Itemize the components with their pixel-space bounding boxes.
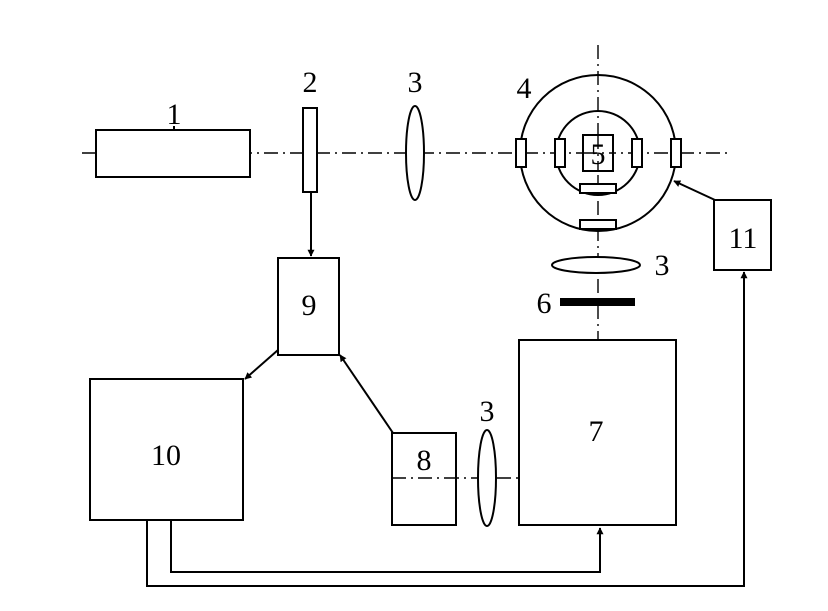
window-left-outer — [515, 138, 527, 168]
component-2-splitter — [302, 107, 318, 193]
label-10: 10 — [151, 439, 181, 472]
arrow-8-to-9 — [339, 354, 394, 434]
window-right-outer — [670, 138, 682, 168]
label-5: 5 — [591, 138, 606, 171]
window-left-inner — [554, 138, 566, 168]
label-1: 1 — [167, 98, 182, 131]
arrow-10-to-11 — [146, 271, 748, 587]
arrow-9-to-10 — [244, 349, 279, 380]
component-1-laser — [95, 129, 251, 178]
label-3-lower: 3 — [480, 395, 495, 428]
component-6-filter — [560, 298, 635, 306]
arrow-11-to-4 — [673, 180, 716, 201]
window-bottom-inner — [579, 183, 617, 194]
label-7: 7 — [589, 415, 604, 448]
component-10-computer — [89, 378, 244, 521]
label-3-middle: 3 — [655, 249, 670, 282]
component-3-lens-upper — [405, 105, 425, 201]
label-9: 9 — [302, 289, 317, 322]
window-bottom-outer — [579, 219, 617, 230]
arrow-10-to-7 — [170, 520, 604, 573]
component-3-lens-middle — [551, 256, 641, 274]
label-11: 11 — [729, 222, 758, 255]
component-11-temp-controller — [713, 199, 772, 271]
label-6: 6 — [537, 287, 552, 320]
label-4: 4 — [517, 72, 532, 105]
label-3-upper: 3 — [408, 66, 423, 99]
component-9-controller — [277, 257, 340, 356]
label-8: 8 — [417, 444, 432, 477]
component-8-detector — [391, 432, 457, 526]
component-3-lens-lower — [477, 429, 497, 527]
window-right-inner — [631, 138, 643, 168]
component-7-spectrometer — [518, 339, 677, 526]
label-2: 2 — [303, 66, 318, 99]
